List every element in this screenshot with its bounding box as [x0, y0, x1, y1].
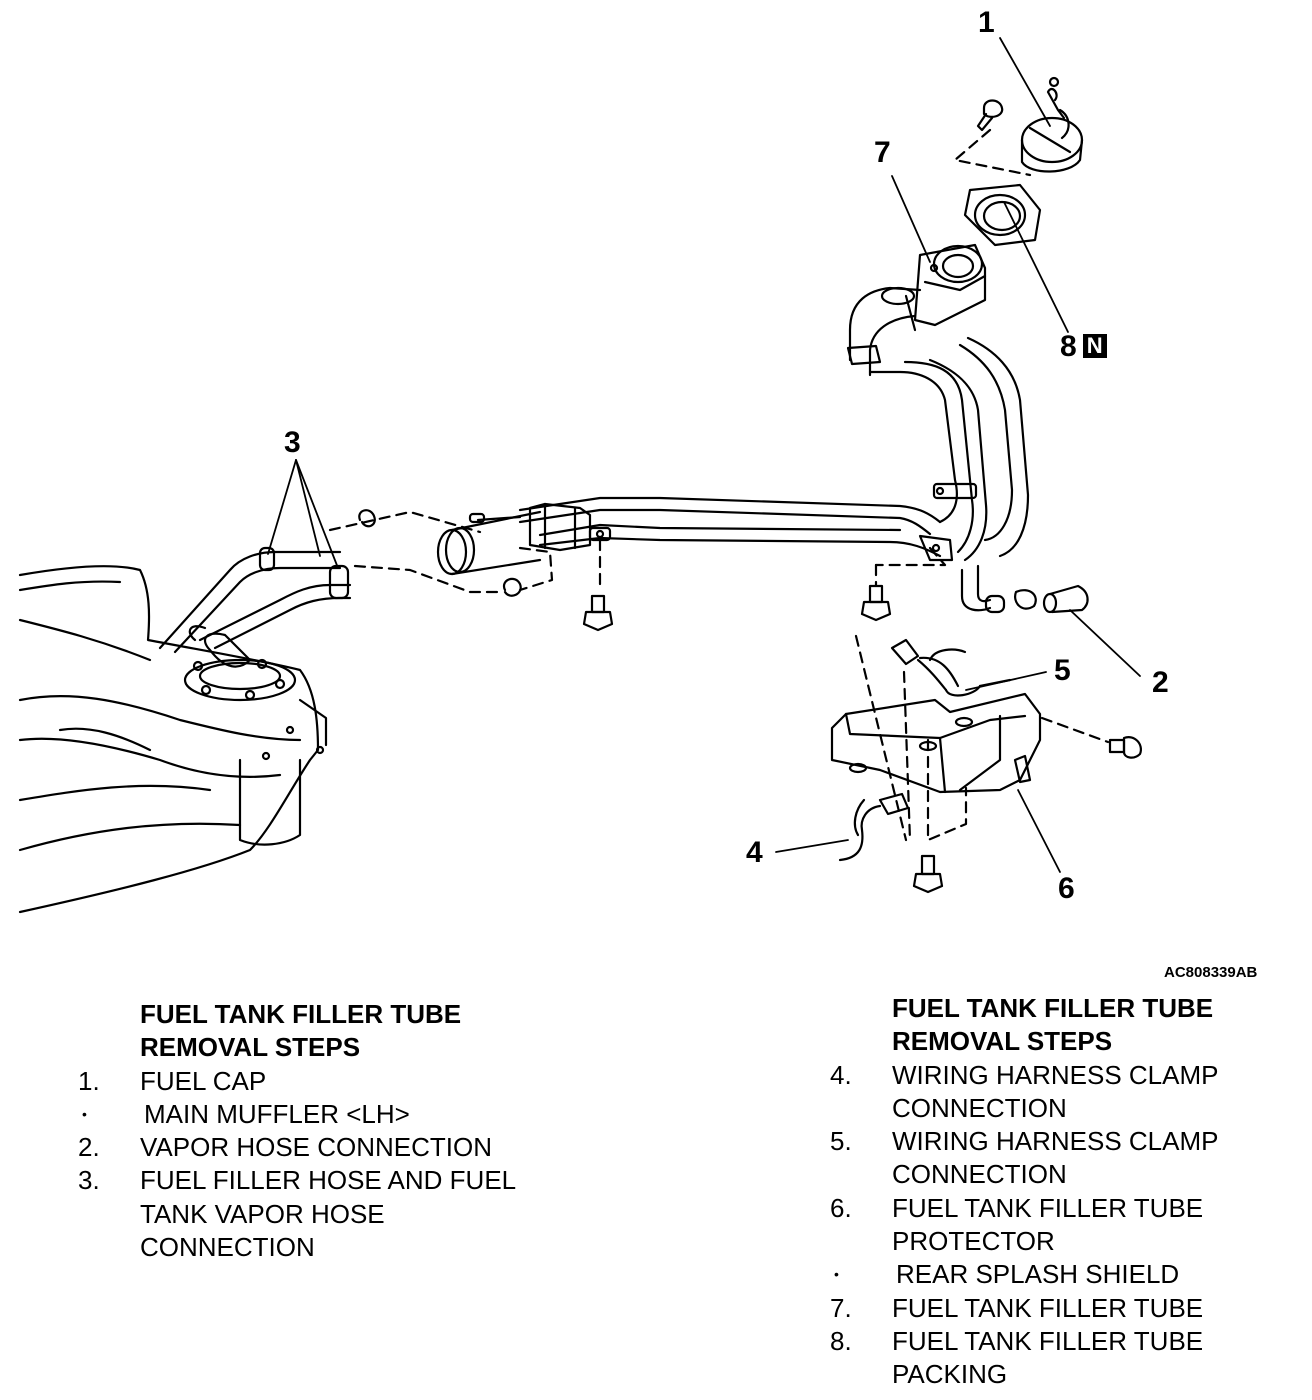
step-text: REAR SPLASH SHIELD [896, 1259, 1180, 1290]
callout-4: 4 [746, 836, 763, 869]
figure-code: AC808339AB [1164, 964, 1258, 981]
list-item: 6. FUEL TANK FILLER TUBE PROTECTOR [830, 1192, 1270, 1259]
list-item: 5. WIRING HARNESS CLAMP CONNECTION [830, 1125, 1270, 1192]
leader-lines-protector [854, 634, 1110, 842]
step-text: FUEL TANK FILLER TUBE PROTECTOR [892, 1192, 1204, 1257]
step-text: VAPOR HOSE CONNECTION [140, 1132, 493, 1163]
list-item: • REAR SPLASH SHIELD [830, 1258, 1270, 1291]
leader-lines-hoses [328, 510, 947, 594]
steps-heading-line1: FUEL TANK FILLER TUBE [892, 993, 1214, 1023]
step-text: WIRING HARNESS CLAMP CONNECTION [892, 1126, 1219, 1190]
fuel-tank-illustration [18, 565, 328, 914]
step-marker: 3. [78, 1165, 100, 1196]
callout-leaders [267, 37, 1141, 873]
list-item: 7. FUEL TANK FILLER TUBE [830, 1292, 1270, 1325]
leader-lines-cap [953, 128, 1032, 177]
filler-neck [846, 243, 987, 377]
step-text: MAIN MUFFLER <LH> [144, 1098, 410, 1129]
steps-heading-line2: REMOVAL STEPS [892, 1026, 1113, 1057]
steps-list: 1. FUEL CAP • MAIN MUFFLER <LH> 2. VAPOR HO… [78, 1065, 598, 1265]
list-item: 1. FUEL CAP [78, 1065, 598, 1098]
callout-8-number: 8 [1060, 330, 1077, 363]
callout-5: 5 [1054, 654, 1071, 687]
new-part-badge: N [1082, 334, 1107, 358]
step-marker: • [834, 1266, 839, 1283]
step-marker: 4. [830, 1059, 852, 1090]
removal-steps-right: FUEL TANK FILLER TUBE REMOVAL STEPS 4. WI… [830, 992, 1270, 1392]
list-item: 2. VAPOR HOSE CONNECTION [78, 1131, 598, 1164]
step-marker: 5. [830, 1126, 852, 1157]
steps-heading-line2: REMOVAL STEPS [140, 1032, 361, 1063]
step-text: WIRING HARNESS CLAMP CONNECTION [892, 1059, 1219, 1123]
step-marker: • [82, 1105, 87, 1122]
callout-7: 7 [874, 136, 891, 169]
removal-steps-left: FUEL TANK FILLER TUBE REMOVAL STEPS 1. FU… [78, 998, 598, 1264]
callout-3: 3 [284, 426, 301, 459]
list-item: 3. FUEL FILLER HOSE AND FUEL TANK VAPOR H… [78, 1164, 598, 1264]
step-text: FUEL CAP [140, 1065, 267, 1096]
step-marker: 2. [78, 1132, 100, 1163]
step-text: FUEL TANK FILLER TUBE PACKING [892, 1325, 1204, 1390]
filler-tube-protector [830, 692, 1042, 794]
list-item: 8. FUEL TANK FILLER TUBE PACKING [830, 1325, 1270, 1392]
filler-tube-packing [963, 183, 1042, 247]
step-marker: 8. [830, 1325, 852, 1356]
callout-1: 1 [978, 6, 995, 39]
exploded-parts-diagram [18, 37, 1142, 914]
filler-hose-and-vapor-hose [158, 546, 352, 654]
step-text: FUEL FILLER HOSE AND FUEL TANK VAPOR HOS… [140, 1165, 516, 1263]
step-marker: 6. [830, 1192, 852, 1223]
step-marker: 7. [830, 1292, 852, 1323]
step-marker: 1. [78, 1065, 100, 1096]
fuel-cap [1020, 76, 1084, 173]
callout-2: 2 [1152, 666, 1169, 699]
step-text: FUEL TANK FILLER TUBE [892, 1292, 1204, 1323]
callout-6: 6 [1058, 872, 1075, 905]
mounting-bolts [582, 584, 1142, 894]
filler-tube-pipes [468, 336, 1030, 614]
hose-clamps [358, 509, 542, 597]
list-item: 4. WIRING HARNESS CLAMP CONNECTION [830, 1059, 1270, 1126]
list-item: • MAIN MUFFLER <LH> [78, 1098, 598, 1131]
vapor-hose [1014, 584, 1089, 614]
cap-retaining-bolt [976, 99, 1004, 132]
steps-list: 4. WIRING HARNESS CLAMP CONNECTION 5. WIRI… [830, 1059, 1270, 1392]
steps-heading-line1: FUEL TANK FILLER TUBE [140, 999, 462, 1029]
